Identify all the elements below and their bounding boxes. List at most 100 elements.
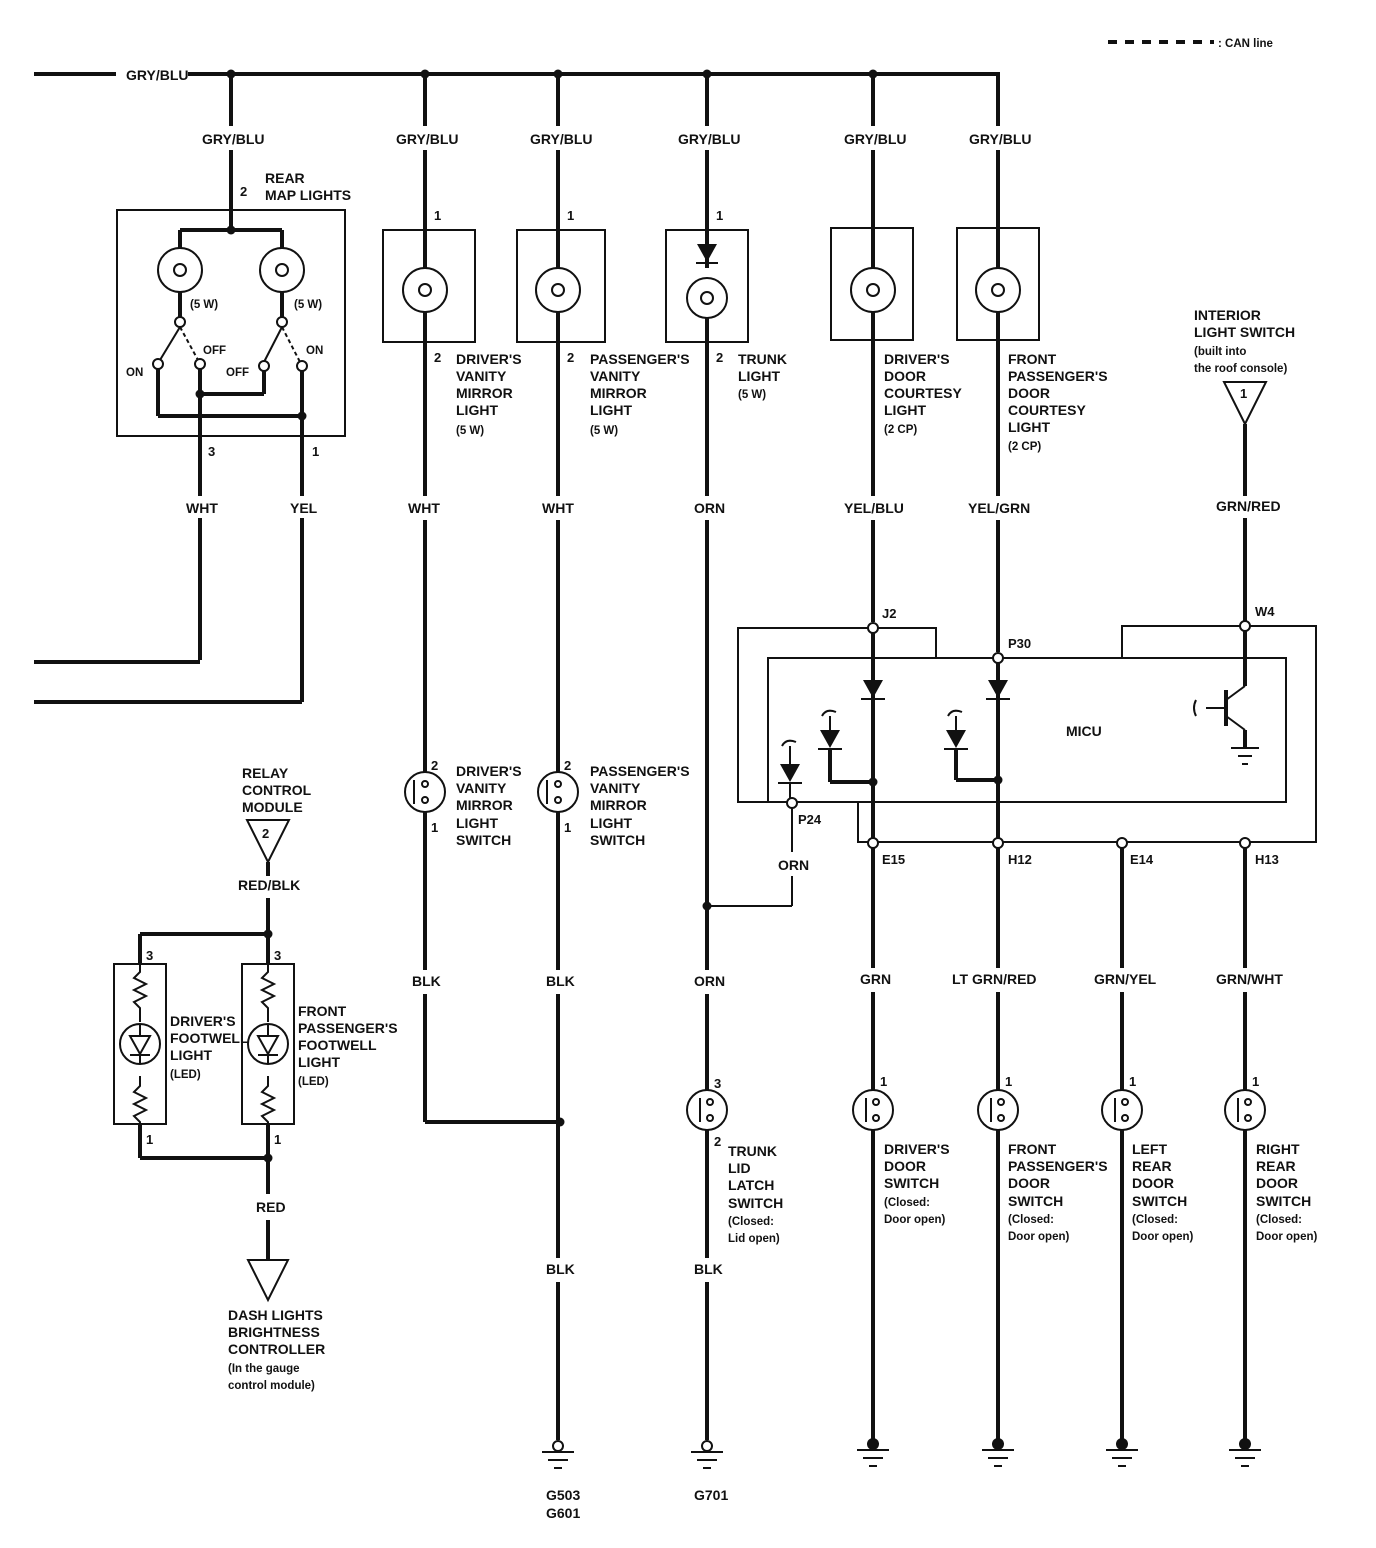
terminal-label: H13: [1255, 852, 1279, 867]
wire-label: GRN/RED: [1216, 498, 1281, 514]
pin-label: 1: [312, 444, 319, 459]
pin-label: 1: [434, 208, 441, 223]
pin-label: 1: [567, 208, 574, 223]
pin-label: 2: [262, 826, 269, 841]
svg-text:FOOTWELL: FOOTWELL: [170, 1030, 249, 1046]
vanity-switch-icon: [537, 771, 579, 813]
right-rear-door-switch-label: RIGHT REAR DOOR SWITCH (Closed: Door ope…: [1256, 1141, 1317, 1243]
connector-triangle-icon: [246, 1259, 290, 1303]
pin-label: 2: [240, 184, 247, 199]
wire-label: GRN: [860, 971, 891, 987]
bulb-icon: [259, 247, 305, 293]
svg-text:SWITCH: SWITCH: [1132, 1193, 1187, 1209]
bulb-icon: [686, 277, 728, 319]
svg-text:CONTROL: CONTROL: [242, 782, 312, 798]
switch-off-label: OFF: [226, 367, 249, 379]
terminal-label: P24: [798, 812, 822, 827]
resistor-icon: [259, 1076, 277, 1124]
wire-label: GRY/BLU: [969, 131, 1031, 147]
passenger-door-switch-label: FRONT PASSENGER'S DOOR SWITCH (Closed: D…: [1008, 1141, 1108, 1243]
switch-on-label: ON: [126, 367, 143, 379]
door-switch-icon: [852, 1089, 894, 1131]
svg-text:DASH LIGHTS: DASH LIGHTS: [228, 1307, 323, 1323]
resistor-icon: [259, 964, 277, 1022]
svg-text:(Closed:: (Closed:: [1008, 1214, 1054, 1226]
diode-icon: [820, 730, 840, 748]
pin-label: 2: [716, 350, 723, 365]
svg-text:Door open): Door open): [1256, 1231, 1317, 1243]
svg-text:(LED): (LED): [170, 1069, 201, 1081]
pin-label: 2: [434, 350, 441, 365]
svg-text:LIGHT: LIGHT: [1008, 419, 1050, 435]
svg-text:SWITCH: SWITCH: [728, 1195, 783, 1211]
svg-text:MIRROR: MIRROR: [590, 797, 647, 813]
wire-label: WHT: [186, 500, 218, 516]
passenger-footwell-label: FRONT PASSENGER'S FOOTWELL LIGHT (LED): [298, 1003, 398, 1088]
wire-label: YEL/GRN: [968, 500, 1030, 516]
pin-label: 1: [880, 1074, 887, 1089]
bulb-icon: [975, 267, 1021, 313]
resistor-icon: [131, 964, 149, 1022]
terminal-label: H12: [1008, 852, 1032, 867]
svg-text:VANITY: VANITY: [456, 780, 507, 796]
pin-label: 1: [431, 820, 438, 835]
pin-label: 1: [1252, 1074, 1259, 1089]
pin-label: 1: [716, 208, 723, 223]
svg-text:DOOR: DOOR: [1256, 1175, 1298, 1191]
watt-label: (5 W): [190, 299, 218, 311]
svg-text:(Closed:: (Closed:: [728, 1216, 774, 1228]
micu-label: MICU: [1066, 723, 1102, 739]
svg-text:PASSENGER'S: PASSENGER'S: [298, 1020, 398, 1036]
passenger-vanity-circuit: GRY/BLU 1 2 PASSENGER'S VANITY MIRROR LI…: [516, 74, 690, 1521]
svg-text:LID: LID: [728, 1160, 751, 1176]
svg-text:(5 W): (5 W): [456, 425, 484, 437]
pin-label: 1: [1240, 386, 1247, 401]
passenger-vanity-light-housing: [516, 229, 606, 343]
wire-label: GRY/BLU: [396, 131, 458, 147]
svg-text:FRONT: FRONT: [1008, 351, 1057, 367]
svg-text:control module): control module): [228, 1380, 315, 1392]
svg-text:REAR: REAR: [1132, 1158, 1172, 1174]
wire-label: WHT: [542, 500, 574, 516]
svg-text:VANITY: VANITY: [456, 368, 507, 384]
svg-text:PASSENGER'S: PASSENGER'S: [590, 351, 690, 367]
svg-text:PASSENGER'S: PASSENGER'S: [590, 763, 690, 779]
ground-icon: [867, 1438, 879, 1450]
interior-switch-label: INTERIOR LIGHT SWITCH (built into the ro…: [1194, 307, 1295, 375]
svg-text:SWITCH: SWITCH: [884, 1175, 939, 1191]
wire-label: GRY/BLU: [844, 131, 906, 147]
wire-label: ORN: [694, 500, 725, 516]
wire-label: BLK: [546, 973, 575, 989]
wire-label: GRN/YEL: [1094, 971, 1157, 987]
svg-text:DRIVER'S: DRIVER'S: [456, 763, 522, 779]
svg-text:VANITY: VANITY: [590, 368, 641, 384]
wire-label: ORN: [694, 973, 725, 989]
passenger-courtesy-label: FRONT PASSENGER'S DOOR COURTESY LIGHT (2…: [1008, 351, 1108, 453]
watt-label: (5 W): [294, 299, 322, 311]
svg-text:SWITCH: SWITCH: [590, 832, 645, 848]
ground-icon: [552, 1440, 564, 1452]
driver-vanity-light-housing: [382, 229, 476, 343]
svg-text:CONTROLLER: CONTROLLER: [228, 1341, 325, 1357]
trunk-circuit: GRY/BLU 1 2 TRUNK LIGHT (5 W) ORN ORN 3 …: [665, 74, 792, 1503]
ground-icon: [701, 1440, 713, 1452]
passenger-vanity-light-label: PASSENGER'S VANITY MIRROR LIGHT (5 W): [590, 351, 690, 437]
transistor-icon: [1193, 685, 1259, 765]
bulb-icon: [850, 267, 896, 313]
svg-text:Door open): Door open): [1132, 1231, 1193, 1243]
svg-text:(5 W): (5 W): [738, 389, 766, 401]
trunk-switch-label: TRUNK LID LATCH SWITCH (Closed: Lid open…: [728, 1143, 783, 1245]
svg-text:DOOR: DOOR: [884, 1158, 926, 1174]
terminal-label: E14: [1130, 852, 1154, 867]
diode-icon: [946, 730, 966, 748]
svg-text:SWITCH: SWITCH: [1256, 1193, 1311, 1209]
pin-label: 3: [714, 1076, 721, 1091]
diode-icon: [697, 244, 717, 262]
svg-text:COURTESY: COURTESY: [1008, 402, 1086, 418]
diode-icon: [988, 680, 1008, 698]
wire-label: BLK: [412, 973, 441, 989]
pin-label: 1: [146, 1132, 153, 1147]
svg-text:LIGHT: LIGHT: [456, 402, 498, 418]
svg-text:TRUNK: TRUNK: [738, 351, 787, 367]
